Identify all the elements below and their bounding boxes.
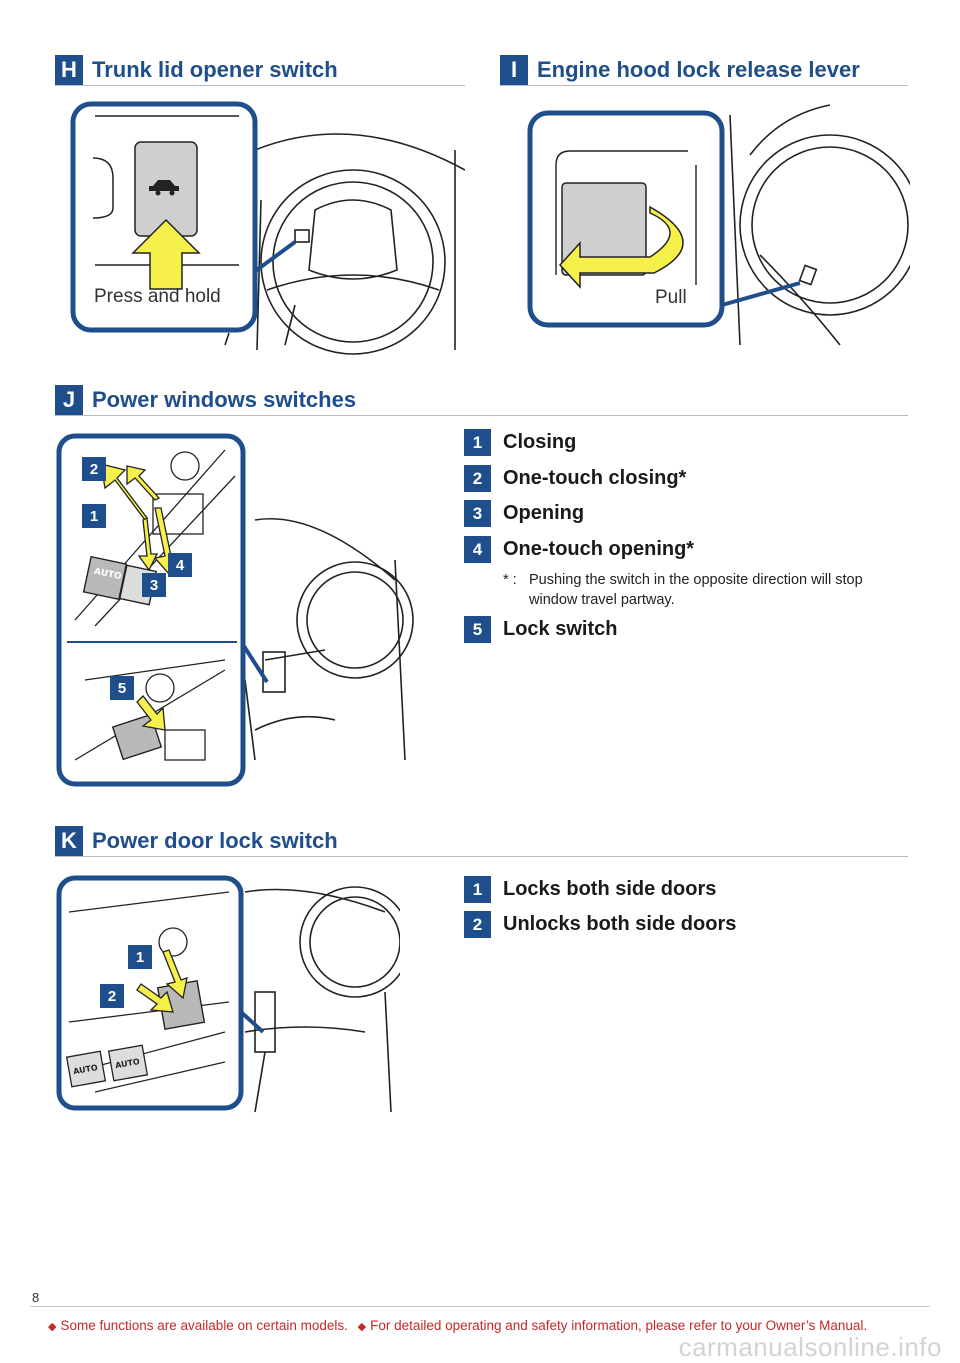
list-item: 2 Unlocks both side doors	[464, 911, 736, 938]
list-item: 2 One-touch closing*	[464, 465, 686, 492]
callout-badge-1: 1	[82, 504, 106, 528]
callout-badge-4: 4	[168, 553, 192, 577]
watermark: carmanualsonline.info	[678, 1332, 942, 1362]
section-title: Engine hood lock release lever	[537, 57, 860, 82]
diamond-icon: ◆	[48, 1321, 57, 1333]
footer-note: Some functions are available on certain …	[60, 1318, 348, 1333]
list-item: 3 Opening	[464, 500, 584, 527]
power-window-illustration: AUTO	[56, 433, 414, 787]
item-label: Lock switch	[503, 618, 618, 640]
footer-divider	[30, 1306, 930, 1307]
trunk-switch-illustration	[70, 101, 465, 355]
section-letter-badge: J	[55, 385, 83, 415]
callout-badge-2: 2	[82, 457, 106, 481]
section-letter-badge: H	[55, 55, 83, 85]
section-title: Trunk lid opener switch	[92, 57, 338, 82]
item-label: Closing	[503, 431, 577, 453]
item-label: Unlocks both side doors	[503, 913, 737, 935]
list-item: 1 Closing	[464, 429, 576, 456]
section-i-header: I Engine hood lock release lever	[500, 55, 908, 86]
item-label: One-touch closing*	[503, 467, 687, 489]
hood-lever-illustration	[527, 104, 910, 346]
footnote-mark: * :	[503, 572, 517, 588]
callout-badge-1: 1	[128, 945, 152, 969]
section-k-header: K Power door lock switch	[55, 826, 908, 857]
callout-badge-3: 3	[142, 573, 166, 597]
page-number: 8	[32, 1290, 40, 1305]
item-number-badge: 3	[464, 500, 491, 527]
diamond-icon: ◆	[357, 1321, 367, 1333]
footnote: * : Pushing the switch in the opposite di…	[503, 570, 903, 610]
door-lock-illustration: AUTO AUTO	[56, 875, 400, 1113]
list-item: 1 Locks both side doors	[464, 876, 716, 903]
item-number-badge: 1	[464, 876, 491, 903]
hood-caption: Pull	[655, 287, 687, 308]
list-item: 5 Lock switch	[464, 616, 617, 643]
section-title: Power windows switches	[92, 387, 357, 412]
auto-switch-label: AUTO	[115, 1057, 141, 1070]
item-label: Locks both side doors	[503, 878, 717, 900]
auto-switch-label: AUTO	[73, 1063, 99, 1076]
footer-disclaimer: ◆Some functions are available on certain…	[48, 1318, 867, 1333]
item-label: Opening	[503, 502, 585, 524]
list-item: 4 One-touch opening*	[464, 536, 694, 563]
item-number-badge: 2	[464, 465, 491, 492]
section-h-header: H Trunk lid opener switch	[55, 55, 465, 86]
callout-badge-2: 2	[100, 984, 124, 1008]
item-number-badge: 2	[464, 911, 491, 938]
section-title: Power door lock switch	[92, 828, 338, 853]
item-number-badge: 5	[464, 616, 491, 643]
footnote-text: Pushing the switch in the opposite direc…	[529, 572, 863, 588]
section-letter-badge: I	[500, 55, 528, 85]
item-number-badge: 4	[464, 536, 491, 563]
item-label: One-touch opening*	[503, 538, 695, 560]
callout-badge-5: 5	[110, 676, 134, 700]
trunk-caption: Press and hold	[94, 286, 221, 307]
car-trunk-icon	[149, 180, 179, 196]
section-j-header: J Power windows switches	[55, 385, 908, 416]
item-number-badge: 1	[464, 429, 491, 456]
section-letter-badge: K	[55, 826, 83, 856]
footnote-text: window travel partway.	[529, 592, 675, 608]
footer-note: For detailed operating and safety inform…	[370, 1318, 868, 1333]
